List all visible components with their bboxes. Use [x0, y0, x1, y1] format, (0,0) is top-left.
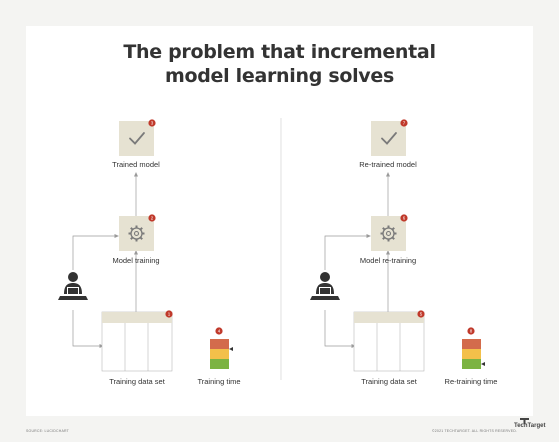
- training-data-table: [101, 311, 173, 372]
- left-flow: 3 2: [58, 119, 233, 372]
- badge-1: [165, 310, 173, 318]
- training-time-label: Training time: [197, 377, 241, 386]
- trained-model-label: Trained model: [112, 160, 160, 169]
- time-segment-green: [462, 359, 481, 369]
- model-training-label: Model training: [112, 256, 160, 265]
- retraining-data-set-label: Training data set: [361, 377, 417, 386]
- checkmark-icon: [129, 132, 145, 145]
- arrowhead: [386, 172, 390, 177]
- trained-model-box: [119, 121, 154, 156]
- right-arrow-person-to-training: [324, 235, 367, 270]
- badge-7-text: 7: [403, 121, 406, 126]
- arrowhead: [134, 250, 138, 255]
- time-pointer: [481, 362, 485, 366]
- retraining-time-label: Re-training time: [444, 377, 498, 386]
- left-arrow-person-to-data: [72, 310, 102, 347]
- left-arrowheads: [99, 172, 138, 348]
- badge-6-text: 6: [403, 216, 406, 221]
- retraining-time-bar: [462, 339, 485, 369]
- right-connectors: [324, 176, 389, 347]
- retrained-model-label: Re-trained model: [359, 160, 417, 169]
- time-segment-yellow: [462, 349, 481, 359]
- title-line-2: model learning solves: [165, 65, 394, 87]
- time-segment-red: [462, 339, 481, 349]
- person-laptop-icon: [58, 272, 88, 300]
- copyright-notice: ©2021 TechTarget. All rights reserved.: [432, 429, 518, 433]
- arrowhead: [114, 234, 119, 238]
- model-retraining-label: Model re-training: [359, 256, 417, 265]
- retraining-data-table: [353, 311, 425, 372]
- checkmark-icon: [381, 132, 397, 145]
- badge-2-text: 2: [151, 216, 154, 221]
- badge-6: [400, 214, 408, 222]
- training-data-set-label: Training data set: [109, 377, 165, 386]
- badge-3: [148, 119, 156, 127]
- badge-3-text: 3: [151, 121, 154, 126]
- badge-4: [215, 327, 223, 335]
- right-arrow-person-to-data: [324, 310, 354, 347]
- gear-icon: [128, 225, 145, 242]
- badge-4-text: 4: [218, 329, 221, 334]
- time-segment-red: [210, 339, 229, 349]
- gear-icon: [380, 225, 397, 242]
- left-arrow-person-to-training: [72, 235, 115, 270]
- left-connectors: [72, 176, 137, 347]
- arrowhead: [386, 250, 390, 255]
- page-title: The problem that incremental model learn…: [0, 40, 559, 88]
- brand-name: TechTarget: [514, 423, 546, 429]
- badge-1-text: 1: [168, 312, 171, 317]
- model-retraining-box: [371, 216, 406, 251]
- badge-7: [400, 119, 408, 127]
- badge-8: [467, 327, 475, 335]
- time-pointer: [229, 347, 233, 351]
- retrained-model-box: [371, 121, 406, 156]
- right-arrowheads: [351, 172, 390, 348]
- brand-logo-icon: [520, 418, 529, 424]
- model-training-box: [119, 216, 154, 251]
- training-time-bar: [210, 339, 233, 369]
- right-flow: 7 6: [310, 119, 485, 372]
- badge-5-text: 5: [420, 312, 423, 317]
- badge-5: [417, 310, 425, 318]
- time-segment-green: [210, 359, 229, 369]
- time-segment-yellow: [210, 349, 229, 359]
- source-credit: Source: Lucidchart: [26, 429, 70, 433]
- arrowhead: [366, 234, 371, 238]
- badge-2: [148, 214, 156, 222]
- badge-8-text: 8: [470, 329, 473, 334]
- arrowhead: [134, 172, 138, 177]
- title-line-1: The problem that incremental: [123, 41, 436, 63]
- person-laptop-icon: [310, 272, 340, 300]
